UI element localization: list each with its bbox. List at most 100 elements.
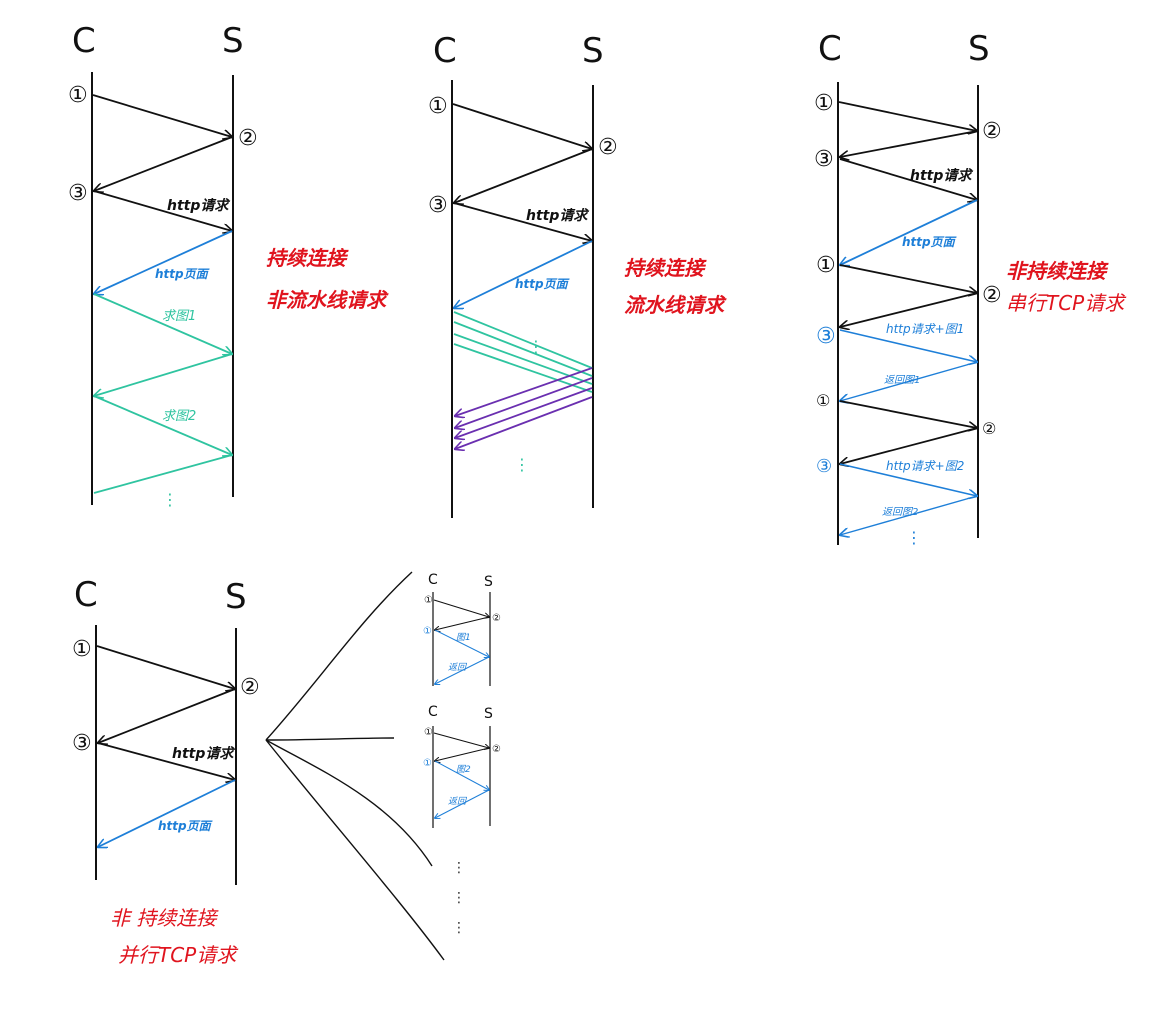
http-request-arrow: [93, 190, 232, 231]
http-request-label: http请求: [526, 207, 589, 224]
http-req-img2-arrow: [839, 463, 977, 496]
synack-arrow: [435, 747, 490, 761]
branch-line-1: [265, 571, 413, 741]
client-label: C: [74, 575, 98, 615]
return-img2-label: 返回图2: [882, 506, 918, 518]
step-2-marker-c: ②: [982, 419, 996, 438]
continuation-dots: ⋮: [906, 528, 922, 547]
syn-arrow-2: [839, 264, 977, 293]
return-img1-label: 返回图1: [884, 374, 920, 386]
server-label: S: [582, 31, 604, 71]
step-1-marker: ①: [424, 727, 433, 738]
step-2-marker: ②: [982, 119, 1002, 144]
diagram-title-line1: 非 持续连接: [110, 906, 219, 930]
return-label: 返回: [448, 796, 468, 807]
step-1-marker: ①: [68, 83, 88, 108]
step-3-marker: ①: [423, 626, 432, 637]
branch-line-4: [265, 739, 445, 961]
step-1-marker: ①: [424, 595, 433, 606]
step-2-marker: ②: [598, 135, 618, 160]
img1-label: 图1: [456, 632, 471, 643]
continuation-dots: ⋮: [514, 455, 530, 474]
synack-arrow-2: [840, 292, 978, 327]
return-arrow: [435, 656, 490, 684]
step-1-marker-c: ①: [816, 391, 830, 410]
syn-arrow: [452, 103, 592, 149]
continuation-dots-2: ⋮: [452, 890, 466, 906]
continuation-dots-1: ⋮: [452, 860, 466, 876]
pipelined-request-1: [453, 311, 593, 369]
step-1-marker: ①: [72, 637, 92, 662]
http-req-img1-arrow: [839, 329, 977, 362]
http-request-label: http请求: [172, 745, 235, 762]
pipelined-request-2: [453, 321, 593, 377]
http-request-arrow: [97, 742, 235, 780]
http-page-label: http页面: [515, 277, 570, 291]
req-img1-arrow: [93, 293, 232, 354]
diagram-nonpersistent-serial: C S ① ② ③ http请求 http页面 ① ② ③ http请求+图1 …: [814, 29, 1127, 547]
http-request-arrow: [839, 158, 977, 200]
server-label: S: [225, 577, 247, 617]
synack-arrow: [98, 688, 236, 743]
http-request-label: http请求: [167, 197, 230, 214]
step-2-marker: ②: [238, 126, 258, 151]
client-label: C: [818, 29, 842, 69]
req-img2-arrow: [93, 395, 232, 455]
syn-arrow-1: [838, 101, 977, 131]
server-label: S: [484, 574, 493, 590]
pipelined-request-dots: ⋮: [528, 337, 544, 356]
img2-label: 图2: [456, 764, 471, 775]
step-2-marker: ②: [492, 744, 501, 755]
syn-arrow: [433, 732, 489, 748]
syn-arrow: [433, 599, 489, 617]
diagram-title-line2: 串行TCP请求: [1006, 291, 1127, 315]
synack-arrow-1: [840, 130, 978, 157]
pipelined-response-3: [455, 387, 593, 438]
diagram-title-line1: 持续连接: [624, 256, 707, 280]
diagram-persistent-nonpipelined: C S ① ② ③ http请求 http页面 求图1 求图2 ⋮ 持续连接 非…: [68, 21, 389, 509]
syn-arrow-3: [839, 400, 977, 428]
http-req-img1-label: http请求+图1: [886, 322, 964, 336]
continuation-dots-3: ⋮: [452, 920, 466, 936]
client-label: C: [72, 21, 96, 61]
step-3-marker: ③: [814, 147, 834, 172]
step-3-marker: ③: [68, 181, 88, 206]
diagram-nonpersistent-parallel: C S ① ② ③ http请求 http页面 非 持续连接 并行TCP请求 C…: [72, 571, 501, 967]
step-2-marker: ②: [492, 613, 501, 624]
pipelined-response-2: [455, 377, 593, 428]
diagram-title-line2: 非流水线请求: [266, 288, 389, 312]
continuation-dots: ⋮: [162, 490, 178, 509]
step-3-marker: ①: [423, 758, 432, 769]
diagram-title-line1: 非持续连接: [1006, 259, 1109, 283]
mini-connection-img2: C S ① ② ① 图2 返回: [423, 704, 501, 828]
client-label: C: [433, 31, 457, 71]
server-label: S: [484, 706, 493, 722]
http-page-label: http页面: [158, 819, 213, 833]
pipelined-response-1: [455, 367, 593, 416]
step-2-marker-b: ②: [982, 283, 1002, 308]
http-request-arrow: [453, 202, 592, 241]
step-3-marker: ③: [428, 193, 448, 218]
pipelined-request-4: [453, 343, 593, 393]
return-img1-arrow: [840, 361, 978, 401]
branch-line-2: [265, 737, 395, 741]
diagram-title-line1: 持续连接: [266, 246, 349, 270]
req-img1-label: 求图1: [162, 309, 196, 324]
img1-response-arrow: [94, 353, 233, 396]
http-page-arrow: [94, 230, 233, 294]
synack-arrow: [435, 616, 490, 630]
http-page-label: http页面: [155, 267, 210, 281]
server-label: S: [968, 29, 990, 69]
return-arrow: [435, 789, 490, 818]
diagram-persistent-pipelined: C S ① ② ③ http请求 http页面 ⋮ ⋮ 持续连接 流水线请求: [428, 31, 727, 518]
http-page-arrow: [454, 240, 593, 308]
server-label: S: [222, 21, 244, 61]
client-label: C: [428, 572, 438, 588]
step-3-marker-c: ③: [816, 456, 832, 477]
step-3-marker: ③: [72, 731, 92, 756]
syn-arrow: [96, 645, 235, 689]
branch-line-3: [265, 739, 433, 867]
http-page-arrow: [98, 779, 236, 847]
diagram-title-line2: 并行TCP请求: [118, 943, 239, 967]
pipelined-response-4: [455, 396, 593, 449]
